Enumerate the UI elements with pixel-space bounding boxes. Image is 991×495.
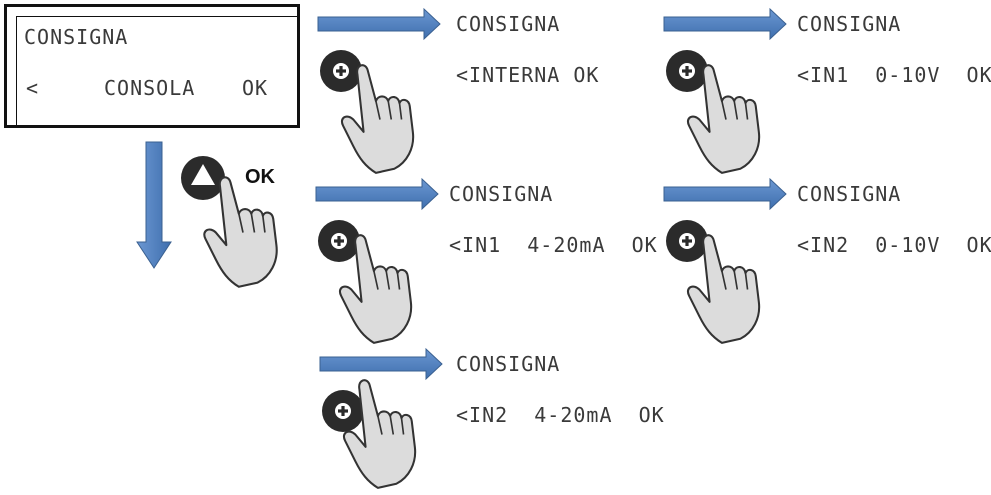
right-arrow-icon — [663, 7, 787, 41]
step-2-value: <IN1 0-10V OK — [797, 63, 991, 87]
ok-button-label: OK — [245, 166, 275, 188]
pointing-hand-icon — [340, 64, 415, 174]
pointing-hand-icon — [686, 234, 761, 344]
main-display-left-arrow: < — [26, 76, 40, 100]
step-3-value: <IN1 4-20mA OK — [449, 233, 658, 257]
main-display-title: CONSIGNA — [24, 25, 129, 49]
step-1-value: <INTERNA OK — [456, 63, 600, 87]
step-2-title: CONSIGNA — [797, 12, 902, 36]
down-arrow-icon — [136, 141, 172, 269]
pointing-hand-icon — [203, 176, 278, 288]
pointing-hand-icon — [342, 379, 417, 489]
step-5-value: <IN2 4-20mA OK — [456, 403, 665, 427]
right-arrow-icon — [663, 177, 787, 211]
up-arrow-button-icon — [181, 156, 225, 200]
step-5-title: CONSIGNA — [456, 352, 561, 376]
main-display-panel — [4, 4, 300, 128]
right-arrow-icon — [315, 177, 439, 211]
pointing-hand-icon — [338, 234, 413, 344]
right-arrow-icon — [319, 347, 443, 381]
step-4-value: <IN2 0-10V OK — [797, 233, 991, 257]
main-display-inner-border — [16, 16, 300, 128]
step-1-title: CONSIGNA — [456, 12, 561, 36]
step-3-title: CONSIGNA — [449, 182, 554, 206]
main-display-ok: OK — [242, 76, 269, 100]
pointing-hand-icon — [686, 64, 761, 174]
right-arrow-icon — [317, 7, 441, 41]
main-display-value: CONSOLA — [104, 76, 196, 100]
step-4-title: CONSIGNA — [797, 182, 902, 206]
